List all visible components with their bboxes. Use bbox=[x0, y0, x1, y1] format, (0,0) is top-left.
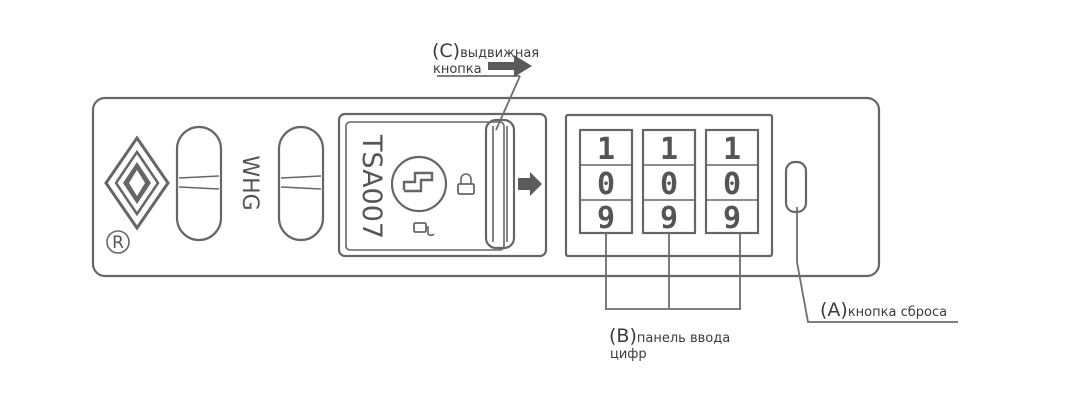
right-pill-window bbox=[277, 125, 325, 242]
brand-name: WHG bbox=[237, 155, 262, 210]
right-arrow-icon bbox=[518, 172, 542, 196]
wheel-digit-middle: 0 bbox=[660, 167, 678, 202]
wheel-digit-bottom: 9 bbox=[723, 201, 741, 236]
lock-body bbox=[91, 96, 881, 278]
tsa-plate-inner bbox=[345, 121, 505, 251]
reset-button[interactable] bbox=[784, 160, 808, 214]
logo-icon bbox=[104, 135, 170, 231]
slide-button[interactable] bbox=[484, 118, 516, 250]
slide-direction-arrow-icon bbox=[488, 55, 532, 77]
registered-mark: R bbox=[106, 230, 130, 254]
wheel-digit-middle: 0 bbox=[723, 167, 741, 202]
svg-text:R: R bbox=[112, 233, 124, 253]
wheel-digit-top: 1 bbox=[597, 132, 615, 167]
label-c-leader bbox=[437, 75, 521, 131]
tsa-symbol-icon bbox=[390, 155, 448, 213]
locked-padlock-icon bbox=[457, 173, 475, 195]
label-a: (A)кнопка сброса bbox=[820, 299, 947, 321]
model-name: TSA007 bbox=[356, 134, 387, 239]
label-c-line2: кнопка bbox=[433, 62, 482, 77]
wheel-digit-bottom: 9 bbox=[597, 201, 615, 236]
label-a-leader bbox=[796, 207, 958, 323]
digit-wheel[interactable]: 109 bbox=[641, 128, 697, 236]
label-b-line2: цифр bbox=[610, 347, 647, 362]
tsa-plate-outer bbox=[337, 112, 548, 258]
unlocked-padlock-icon bbox=[413, 222, 435, 237]
left-pill-window bbox=[175, 125, 223, 242]
label-b-leader bbox=[605, 232, 741, 310]
digit-wheel[interactable]: 109 bbox=[578, 128, 634, 236]
digit-wheel-frame bbox=[704, 128, 760, 235]
wheel-digit-top: 1 bbox=[660, 132, 678, 167]
wheel-digit-bottom: 9 bbox=[660, 201, 678, 236]
wheel-digit-middle: 0 bbox=[597, 167, 615, 202]
wheel-digit-top: 1 bbox=[723, 132, 741, 167]
label-b: (B)панель ввода bbox=[609, 325, 730, 347]
label-c: (C)выдвижная bbox=[432, 40, 539, 62]
digit-wheel[interactable]: 109 bbox=[704, 128, 760, 236]
